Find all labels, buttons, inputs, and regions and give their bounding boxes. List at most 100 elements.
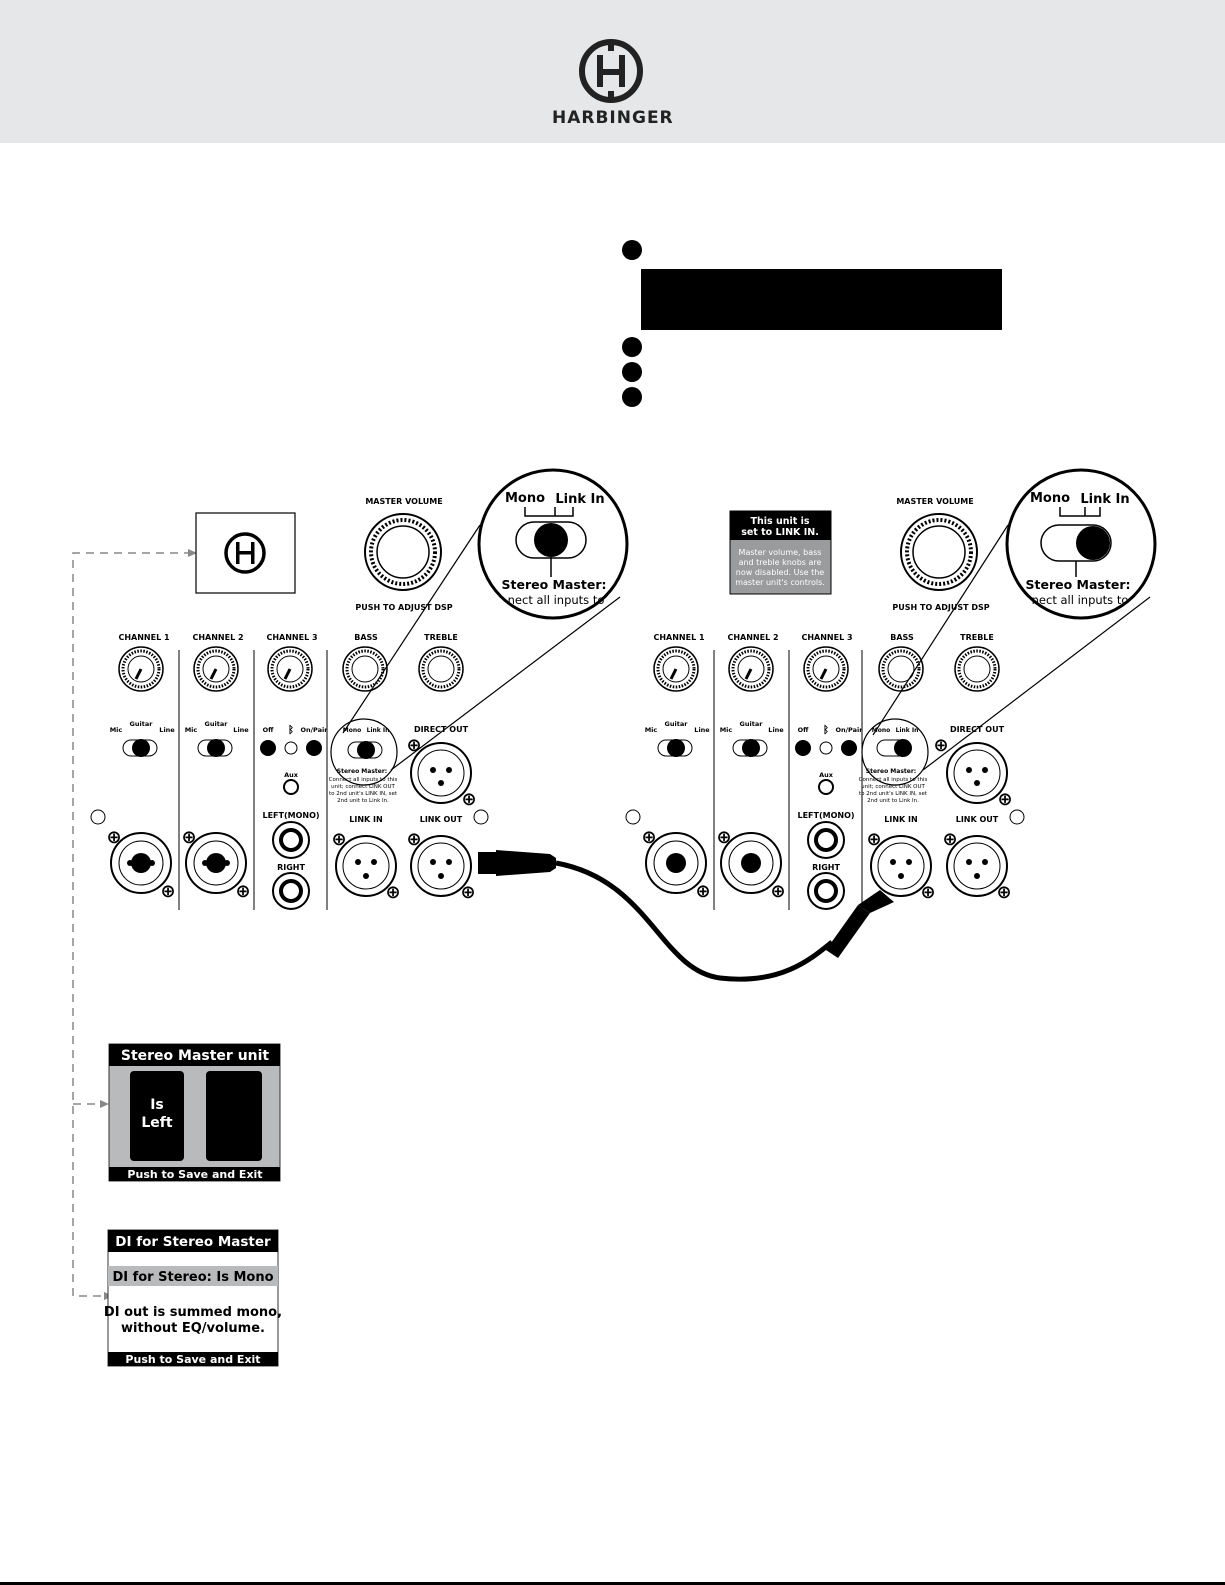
svg-text:Mono: Mono xyxy=(505,491,545,506)
svg-text:BASS: BASS xyxy=(890,633,914,642)
svg-text:Guitar: Guitar xyxy=(205,720,229,728)
svg-text:ᛒ: ᛒ xyxy=(823,724,829,736)
svg-text:This unit is: This unit is xyxy=(750,516,809,527)
channel-3-knob xyxy=(267,646,313,692)
svg-text:⊕: ⊕ xyxy=(106,827,121,848)
svg-text:DI for Stereo Master: DI for Stereo Master xyxy=(115,1234,271,1250)
channel-1-knob xyxy=(118,646,164,692)
svg-text:nect all inputs to: nect all inputs to xyxy=(508,593,605,607)
svg-text:unit; connect LINK OUT: unit; connect LINK OUT xyxy=(861,784,925,790)
svg-text:Mono: Mono xyxy=(1030,491,1070,506)
logo-display-screen xyxy=(195,512,296,594)
header-band: HARBINGER xyxy=(0,0,1225,143)
stereo-master-screen: Stereo Master unit Is Left Push to Save … xyxy=(108,1043,281,1182)
svg-text:Line: Line xyxy=(233,726,249,734)
link-in-xlr: ⊕⊕ xyxy=(331,829,400,903)
svg-text:Link In: Link In xyxy=(1080,492,1129,507)
svg-text:Connect all inputs to this: Connect all inputs to this xyxy=(329,777,398,783)
svg-text:RIGHT: RIGHT xyxy=(812,863,840,872)
channel-1-input-switch: Mic Guitar Line xyxy=(110,720,175,757)
svg-text:Guitar: Guitar xyxy=(740,720,764,728)
svg-text:Off: Off xyxy=(798,726,810,734)
svg-text:⊕: ⊕ xyxy=(996,882,1011,903)
left-zoom-callout: Mono Link In Stereo Master: nect all inp… xyxy=(342,468,629,771)
svg-text:Link In: Link In xyxy=(555,492,604,507)
svg-text:⊕: ⊕ xyxy=(181,827,196,848)
svg-text:Guitar: Guitar xyxy=(130,720,154,728)
svg-text:On/Pair: On/Pair xyxy=(301,726,329,734)
dashed-flow-line xyxy=(72,552,192,1297)
channel-dividers xyxy=(178,650,328,910)
svg-text:Mono: Mono xyxy=(872,727,891,734)
svg-text:DI for Stereo: Is Mono: DI for Stereo: Is Mono xyxy=(112,1270,273,1285)
svg-text:Link In: Link In xyxy=(367,727,390,734)
svg-text:Mic: Mic xyxy=(185,726,198,734)
svg-text:Push to Save and Exit: Push to Save and Exit xyxy=(127,1168,262,1181)
svg-text:⊕: ⊕ xyxy=(331,829,346,850)
svg-text:2nd unit to Link In.: 2nd unit to Link In. xyxy=(337,798,389,804)
svg-text:⊕: ⊕ xyxy=(406,735,421,756)
svg-text:Aux: Aux xyxy=(284,771,299,779)
svg-text:to 2nd unit's LINK IN, set: to 2nd unit's LINK IN, set xyxy=(859,791,928,797)
svg-text:⊕: ⊕ xyxy=(460,882,475,903)
svg-text:nect all inputs to: nect all inputs to xyxy=(1032,593,1129,607)
right-jack xyxy=(272,872,310,910)
svg-text:CHANNEL 2: CHANNEL 2 xyxy=(727,633,778,642)
svg-text:MASTER VOLUME: MASTER VOLUME xyxy=(896,497,973,506)
svg-text:Aux: Aux xyxy=(819,771,834,779)
bottom-rule xyxy=(0,1582,1225,1585)
step-3-marker xyxy=(622,362,642,382)
channel-1-combo-jack: ⊕⊕ xyxy=(90,809,176,902)
svg-text:Is: Is xyxy=(150,1097,164,1113)
svg-text:⊕: ⊕ xyxy=(866,829,881,850)
channel-3-label: CHANNEL 3 xyxy=(266,633,317,642)
svg-text:⊕: ⊕ xyxy=(770,881,785,902)
svg-text:Push to Save and Exit: Push to Save and Exit xyxy=(125,1353,260,1366)
right-zoom-callout: Mono Link In Stereo Master: nect all inp… xyxy=(872,468,1157,771)
bass-label: BASS xyxy=(354,633,378,642)
svg-text:Mic: Mic xyxy=(645,726,658,734)
bass-knob xyxy=(342,646,388,692)
svg-text:Stereo Master:: Stereo Master: xyxy=(1026,577,1131,592)
svg-text:Line: Line xyxy=(768,726,784,734)
left-mono-jack xyxy=(272,821,310,859)
svg-text:Line: Line xyxy=(159,726,175,734)
svg-text:⊕: ⊕ xyxy=(716,827,731,848)
right-display-panel: This unit is set to LINK IN. Master volu… xyxy=(729,510,832,595)
svg-text:master unit's controls.: master unit's controls. xyxy=(735,578,825,587)
svg-text:Stereo Master:: Stereo Master: xyxy=(502,577,607,592)
treble-knob xyxy=(418,646,464,692)
svg-text:Mono: Mono xyxy=(343,727,362,734)
svg-text:CHANNEL 1: CHANNEL 1 xyxy=(653,633,704,642)
bluetooth-icon: ᛒ xyxy=(288,724,294,736)
step-2-marker xyxy=(622,337,642,357)
svg-text:LINK IN: LINK IN xyxy=(884,815,917,824)
svg-text:⊕: ⊕ xyxy=(641,827,656,848)
svg-text:⊕: ⊕ xyxy=(385,882,400,903)
svg-text:Stereo Master unit: Stereo Master unit xyxy=(121,1048,270,1064)
svg-text:⊕: ⊕ xyxy=(235,881,250,902)
brand-wordmark: HARBINGER xyxy=(552,108,674,128)
svg-text:Master volume, bass: Master volume, bass xyxy=(739,548,822,557)
svg-text:⊕: ⊕ xyxy=(695,881,710,902)
svg-text:DIRECT OUT: DIRECT OUT xyxy=(950,725,1005,734)
svg-text:unit; connect LINK OUT: unit; connect LINK OUT xyxy=(331,784,395,790)
link-in-label: LINK IN xyxy=(349,815,382,824)
svg-text:⊕: ⊕ xyxy=(997,789,1012,810)
master-volume-label: MASTER VOLUME xyxy=(365,497,442,506)
svg-text:to 2nd unit's LINK IN, set: to 2nd unit's LINK IN, set xyxy=(329,791,398,797)
step-4-marker xyxy=(622,387,642,407)
right-mixer-panel: MASTER VOLUME PUSH TO ADJUST DSP CHANNEL… xyxy=(625,497,1025,910)
svg-text:DI out is summed mono,: DI out is summed mono, xyxy=(104,1305,282,1320)
link-out-label: LINK OUT xyxy=(420,815,463,824)
svg-text:⊕: ⊕ xyxy=(461,789,476,810)
step-1-marker xyxy=(622,240,642,260)
left-mixer-panel: MASTER VOLUME PUSH TO ADJUST DSP CHANNEL… xyxy=(90,497,489,910)
svg-text:⊕: ⊕ xyxy=(406,829,421,850)
svg-text:Off: Off xyxy=(263,726,275,734)
svg-text:LINK OUT: LINK OUT xyxy=(956,815,999,824)
svg-text:set to LINK IN.: set to LINK IN. xyxy=(741,527,819,538)
master-volume-knob xyxy=(364,513,442,591)
redacted-box xyxy=(641,269,1002,330)
